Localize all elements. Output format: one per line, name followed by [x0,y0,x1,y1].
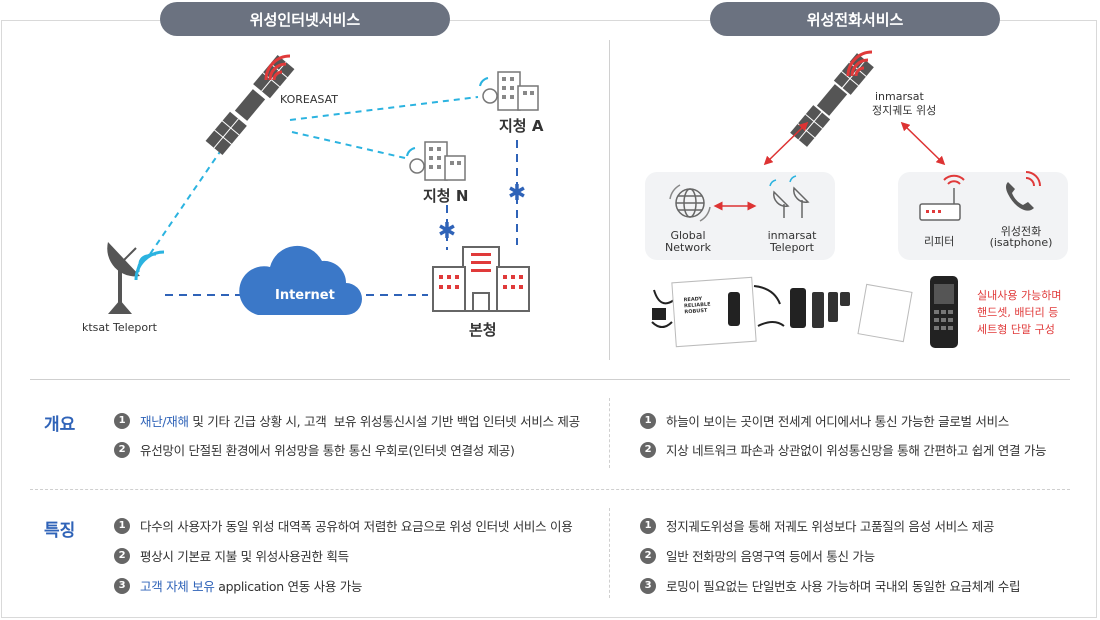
item-highlight: 재난/재해 [140,414,189,429]
list-item: 2 지상 네트워크 파손과 상관없이 위성통신망을 통해 간편하고 쉽게 연결 … [640,440,1047,459]
signal-icon [264,54,291,81]
content-frame [1,20,1097,618]
koreasat-label: KOREASAT [280,93,338,106]
product-set-image [651,276,913,348]
globe-icon [669,184,711,222]
repeater-label: 리피터 [924,235,955,248]
item-number: 3 [114,577,130,594]
header-satellite-phone: 위성전화서비스 [710,2,1000,36]
teleport-dish-icon [107,242,140,314]
note-line: 실내사용 가능하며 [977,289,1062,302]
link-arrow [900,121,946,166]
section-divider [609,40,610,360]
column-divider [609,398,610,468]
isatphone-label-1: 위성전화 [1000,225,1042,238]
header-satellite-internet: 위성인터넷서비스 [160,2,450,36]
list-item: 1 재난/재해 및 기타 긴급 상황 시, 고객 보유 위성통신시설 기반 백업… [114,411,580,430]
list-item: 2 유선망이 단절된 환경에서 위성망을 통한 통신 우회로(인터넷 연결성 제… [114,440,515,459]
item-text: 다수의 사용자가 동일 위성 대역폭 공유하여 저렴한 요금으로 위성 인터넷 … [140,519,573,534]
list-item: 3 고객 자체 보유 application 연동 사용 가능 [114,576,362,595]
note-line: 핸드셋, 배터리 등 [977,306,1059,319]
internet-cloud-icon [239,245,362,315]
global-network-label-2: Network [665,241,711,254]
item-text: 일반 전화망의 음영구역 등에서 통신 가능 [666,549,875,564]
item-number: 2 [114,441,130,458]
item-text: 및 기타 긴급 상황 시, 고객 보유 위성통신시설 기반 백업 인터넷 서비스… [188,414,580,429]
link-arrow [763,121,809,166]
branch-n-building-icon [406,141,466,181]
branch-n-label: 지청 N [423,187,469,205]
global-network-label-1: Global [670,229,706,242]
internet-diagram: ✱ ✱ [107,54,539,315]
item-text: 유선망이 단절된 환경에서 위성망을 통한 통신 우회로(인터넷 연결성 제공) [140,443,515,458]
item-number: 1 [640,412,656,429]
signal-icon [846,50,873,77]
internet-label: Internet [275,288,335,303]
item-number: 1 [114,517,130,534]
item-number: 2 [114,547,130,564]
branch-a-label: 지청 A [499,117,544,135]
overview-heading: 개요 [44,415,76,435]
repeater-icon [919,174,965,221]
column-divider [609,508,610,598]
satellite-links [147,96,479,258]
phone-icon [1006,171,1041,211]
list-item: 1 하늘이 보이는 곳이면 전세계 어디에서나 통신 가능한 글로벌 서비스 [640,411,1009,430]
branch-a-building-icon [479,71,539,111]
inmarsat-label: inmarsat [875,90,924,103]
list-item: 2 평상시 기본료 지불 및 위성사용권한 획득 [114,546,349,565]
isatphone-handset-image [930,276,958,348]
item-number: 2 [640,441,656,458]
item-number: 3 [640,577,656,594]
hq-building-icon [432,246,530,312]
list-item: 1 정지궤도위성을 통해 저궤도 위성보다 고품질의 음성 서비스 제공 [640,516,994,535]
features-heading: 특징 [44,521,76,541]
signal-icon [134,250,165,281]
item-number: 1 [114,412,130,429]
table-row-divider [30,489,1070,490]
ground-links [165,140,518,296]
phone-diagram [651,50,1041,348]
geo-satellite-label: 정지궤도 위성 [872,104,937,117]
inmarsat-teleport-label-2: Teleport [770,241,814,254]
item-text: 지상 네트워크 파손과 상관없이 위성통신망을 통해 간편하고 쉽게 연결 가능 [666,443,1047,458]
item-number: 1 [640,517,656,534]
list-item: 2 일반 전화망의 음영구역 등에서 통신 가능 [640,546,875,565]
table-top-border [30,379,1070,380]
item-number: 2 [640,547,656,564]
hq-label: 본청 [469,321,497,339]
item-text: 로밍이 필요없는 단일번호 사용 가능하며 국내외 동일한 요금체계 수립 [666,579,1021,594]
link-break-icon: ✱ [438,219,456,244]
link-break-icon: ✱ [508,181,526,206]
handset-note: 실내사용 가능하며 핸드셋, 배터리 등 세트형 단말 구성 [977,287,1061,338]
list-item: 3 로밍이 필요없는 단일번호 사용 가능하며 국내외 동일한 요금체계 수립 [640,576,1021,595]
product-box-text: READY RELIABLE ROBUST [683,296,711,316]
teleport-label: ktsat Teleport [82,321,157,334]
item-text: 정지궤도위성을 통해 저궤도 위성보다 고품질의 음성 서비스 제공 [666,519,995,534]
list-item: 1 다수의 사용자가 동일 위성 대역폭 공유하여 저렴한 요금으로 위성 인터… [114,516,573,535]
teleport-dishes-icon [769,175,810,218]
isatphone-label-2: (isatphone) [989,236,1053,249]
item-text: 평상시 기본료 지불 및 위성사용권한 획득 [140,549,349,564]
note-line: 세트형 단말 구성 [977,323,1055,336]
item-text: application 연동 사용 가능 [214,579,363,594]
inmarsat-teleport-label-1: inmarsat [767,229,817,242]
item-highlight: 고객 자체 보유 [140,579,215,594]
item-text: 하늘이 보이는 곳이면 전세계 어디에서나 통신 가능한 글로벌 서비스 [666,414,1009,429]
